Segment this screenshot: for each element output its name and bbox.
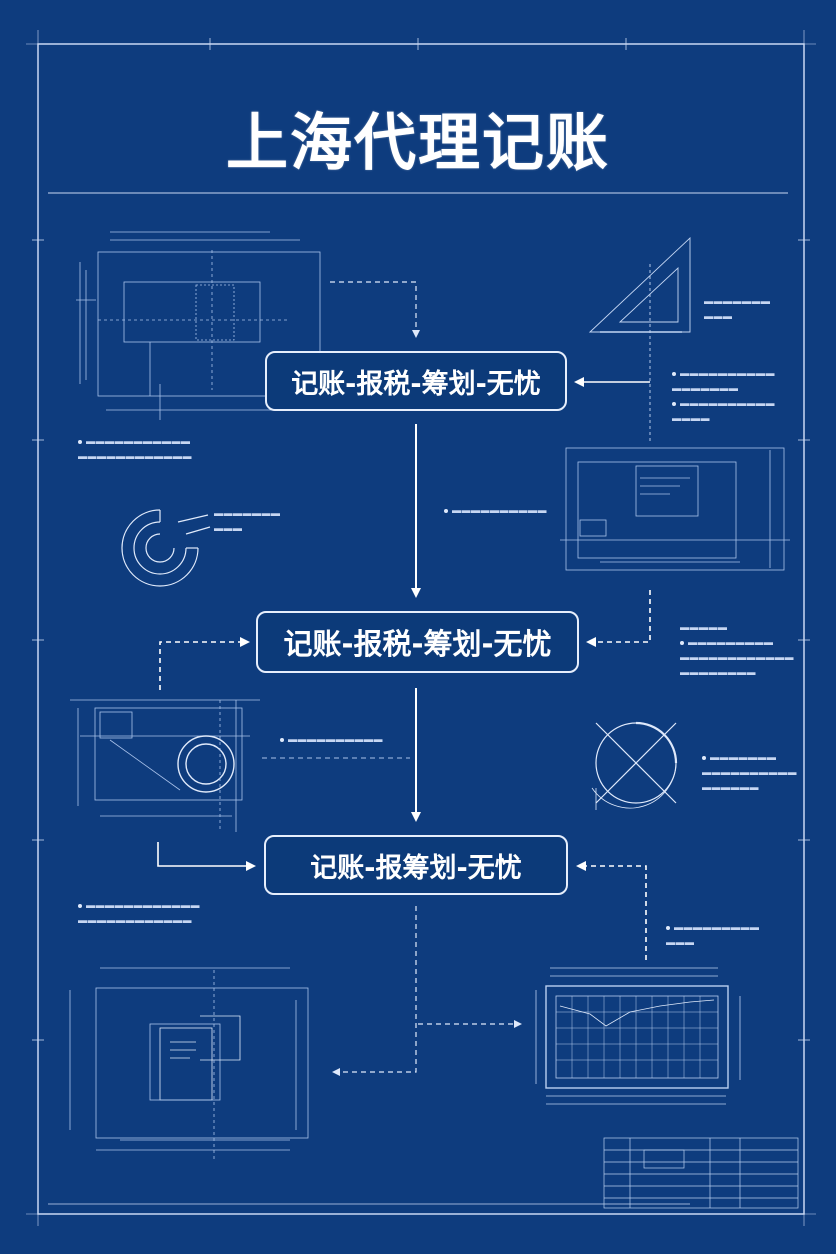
process-step-1[interactable]: 记账-报税-筹划-无忧 bbox=[265, 351, 567, 411]
note-triangle: ▬▬▬▬▬▬▬▬▬▬ bbox=[704, 296, 771, 321]
note-bottom-right: ▬▬▬▬▬▬▬▬▬▬▬▬ bbox=[666, 922, 760, 947]
circle-crosshair-icon bbox=[591, 721, 678, 810]
note-right-2: ▬▬▬▬▬▬▬▬▬▬▬▬▬▬▬▬▬▬▬▬▬▬▬▬▬▬▬▬▬▬▬▬▬▬ bbox=[680, 622, 794, 677]
gear-drawing-icon bbox=[121, 509, 211, 587]
note-right-1: ▬▬▬▬▬▬▬▬▬▬▬▬▬▬▬▬▬▬▬▬▬▬▬▬▬▬▬▬▬▬▬ bbox=[672, 368, 775, 423]
process-step-3[interactable]: 记账-报筹划-无忧 bbox=[264, 835, 568, 895]
process-step-2[interactable]: 记账-报税-筹划-无忧 bbox=[256, 611, 579, 673]
drawing-middle-right bbox=[560, 447, 790, 571]
page-title: 上海代理记账 bbox=[225, 106, 610, 179]
note-gear: ▬▬▬▬▬▬▬▬▬▬ bbox=[214, 508, 281, 533]
note-mid-left: ▬▬▬▬▬▬▬▬▬▬ bbox=[280, 732, 383, 747]
note-top-left: ▬▬▬▬▬▬▬▬▬▬▬▬▬▬▬▬▬▬▬▬▬▬▬ bbox=[78, 436, 192, 461]
outer-frame bbox=[26, 30, 816, 1226]
grid-chart-drawing-icon bbox=[535, 967, 741, 1105]
triangle-drawing-icon bbox=[588, 236, 691, 442]
note-center: ▬▬▬▬▬▬▬▬▬▬ bbox=[444, 503, 547, 518]
flow-connectors bbox=[157, 281, 651, 1076]
drawing-bottom-left bbox=[69, 967, 309, 1160]
drawing-middle-left bbox=[70, 699, 260, 832]
title-block bbox=[603, 1137, 799, 1209]
note-circle: ▬▬▬▬▬▬▬▬▬▬▬▬▬▬▬▬▬▬▬▬▬▬▬ bbox=[702, 752, 797, 792]
drawing-top-left bbox=[76, 231, 321, 420]
note-bottom-left: ▬▬▬▬▬▬▬▬▬▬▬▬▬▬▬▬▬▬▬▬▬▬▬▬ bbox=[78, 900, 200, 925]
